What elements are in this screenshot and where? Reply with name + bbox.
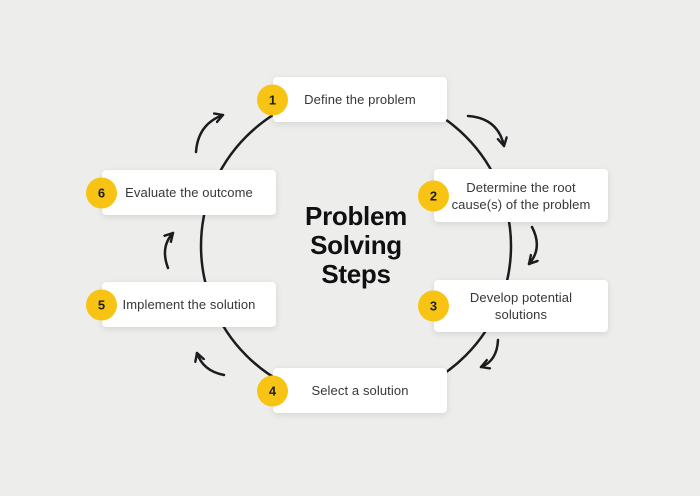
step-number-badge: 4 [257,375,288,406]
step-number-badge: 1 [257,84,288,115]
title-line-1: Problem [305,201,407,231]
step-label: Select a solution [311,383,409,398]
arrow-step4-to-step5 [197,351,226,377]
step-card-develop-solutions: 3 Develop potential solutions [418,280,608,332]
arrow-step2-to-step3 [527,225,537,266]
step-number-badge: 3 [418,290,449,322]
step-card-implement-solution: 5 Implement the solution [86,282,276,327]
title-line-2: Solving [310,230,402,260]
step-card-determine-root-cause: 2 Determine the root cause(s) of the pro… [418,169,608,222]
step-label: Determine the root cause(s) of the probl… [451,179,591,212]
step-label: Implement the solution [122,297,256,312]
arrow-step6-to-step1 [194,115,225,154]
step-card-evaluate-outcome: 6 Evaluate the outcome [86,170,276,215]
step-number-badge: 5 [86,289,117,320]
step-card-select-solution: 4 Select a solution [257,368,447,413]
diagram-title: Problem Solving Steps [266,202,446,289]
step-label: Evaluate the outcome [125,185,253,200]
step-label: Develop potential solutions [469,290,573,322]
arrow-step5-to-step6 [165,231,175,270]
step-label: Define the problem [304,92,416,107]
title-line-3: Steps [321,259,391,289]
step-number-badge: 2 [418,180,449,211]
step-number-badge: 6 [86,177,117,208]
arrow-step3-to-step4 [479,338,500,367]
step-card-define-problem: 1 Define the problem [257,77,447,122]
arrow-step1-to-step2 [466,114,504,148]
